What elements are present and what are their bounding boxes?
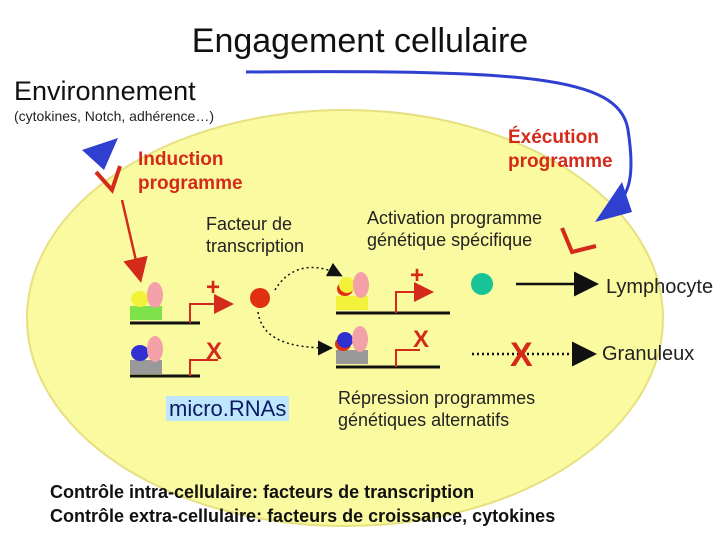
tf-yellow-icon (131, 291, 149, 307)
environment-sublabel: (cytokines, Notch, adhérence…) (14, 108, 214, 124)
dna-box-grey (130, 360, 162, 374)
tf-pink-icon-2 (147, 336, 163, 362)
plus-sign-left: + (206, 274, 221, 301)
transcription-factor-label: Facteur de transcription (206, 214, 305, 256)
lymphocyte-label: Lymphocyte (606, 276, 714, 298)
tf-pink-icon-3 (353, 272, 369, 298)
cross-sign-granuleux: X (510, 336, 533, 374)
extracellular-control-note: Contrôle extra-cellulaire: facteurs de c… (50, 506, 556, 526)
induction-label: Induction programme (138, 149, 243, 194)
cross-sign-right: X (413, 326, 430, 353)
tf-blue-icon (131, 345, 149, 361)
dashed-arrow-down (257, 311, 333, 356)
tf-pink-icon-4 (352, 326, 368, 352)
granuleux-label: Granuleux (602, 343, 695, 365)
environment-curve-arrow (245, 70, 633, 212)
dna-box-grey-2 (336, 350, 368, 364)
receptor-left-icon (94, 165, 122, 194)
microrna-label: micro.RNAs (166, 396, 290, 422)
activation-label: Activation programme génétique spécifiqu… (367, 208, 543, 250)
dashed-arrow-up (274, 262, 343, 291)
page-title: Engagement cellulaire (191, 22, 529, 60)
tf-blue-icon-2 (337, 332, 353, 348)
tf-yellow-icon-2 (339, 277, 355, 293)
induction-red-arrow (120, 199, 148, 283)
execution-arrow-head (595, 182, 632, 222)
tf-pink-icon (147, 282, 163, 308)
teal-protein-icon (471, 273, 493, 295)
receptor-right-icon (560, 227, 597, 255)
plus-sign-right: + (410, 262, 425, 289)
execution-label: Éxécution programme (508, 127, 613, 172)
dna-box-green (130, 306, 162, 320)
cross-sign-left: X (206, 338, 223, 365)
cell-body (26, 109, 664, 527)
intracellular-control-note: Contrôle intra-cellulaire: facteurs de t… (50, 482, 475, 502)
dna-box-yellow (336, 296, 368, 310)
red-protein-icon (250, 288, 270, 308)
environment-label: Environnement (14, 76, 196, 106)
induction-arrow-head (82, 138, 118, 170)
repression-label: Répression programmes génétiques alterna… (338, 388, 536, 430)
